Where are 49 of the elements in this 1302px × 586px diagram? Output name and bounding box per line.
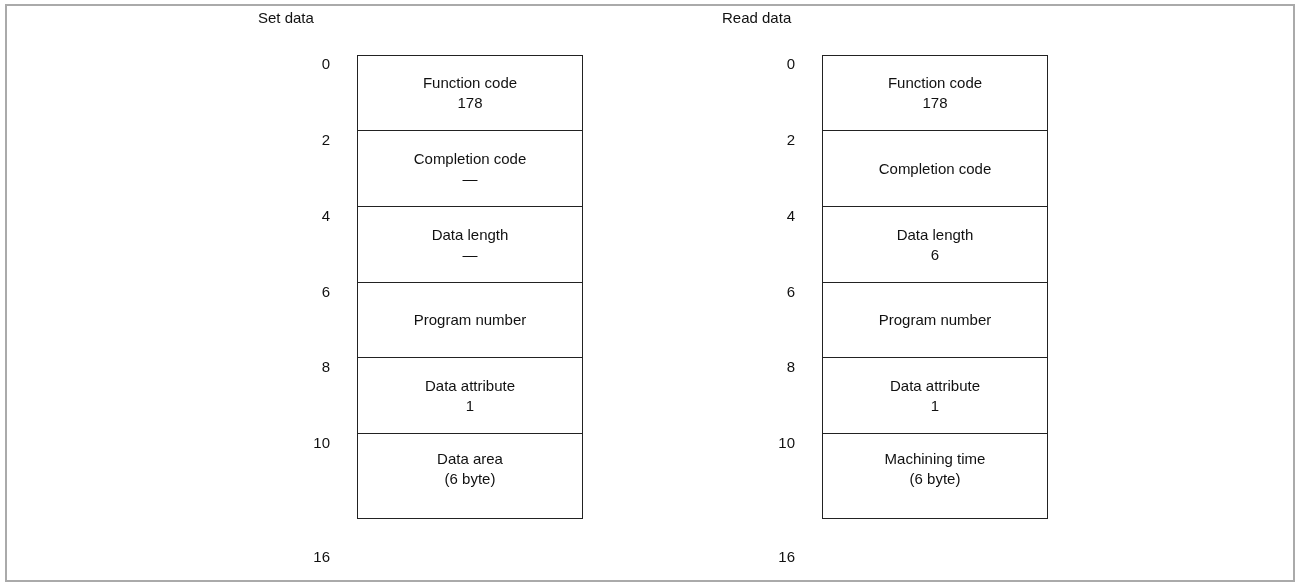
field-name: Function code (422, 73, 518, 93)
byte-offset: 10 (778, 434, 795, 452)
table-cell (822, 282, 1048, 358)
field-value: (6 byte) (909, 469, 961, 489)
field-value: 1 (930, 395, 940, 416)
table-cell (357, 130, 583, 207)
table-cell (822, 130, 1048, 207)
field-name: Function code (887, 73, 983, 93)
byte-offset: 6 (786, 283, 795, 301)
table-cell (822, 433, 1048, 519)
field-value: (6 byte) (444, 469, 496, 489)
byte-offset: 2 (786, 131, 795, 149)
field-name: Program number (878, 310, 992, 330)
byte-offset: 4 (786, 207, 795, 225)
table-cell (357, 282, 583, 358)
byte-offset: 8 (321, 358, 330, 376)
table-cell (357, 206, 583, 283)
field-name: Completion code (413, 148, 527, 169)
table-cell (357, 55, 583, 131)
table-cell (822, 55, 1048, 131)
field-name: Data attribute (889, 375, 981, 396)
table-cell (357, 433, 583, 519)
field-name: Data attribute (424, 375, 516, 396)
field-value: 178 (922, 93, 948, 113)
byte-offset: 16 (778, 548, 795, 566)
byte-offset: 10 (313, 434, 330, 452)
field-name: Data length (896, 224, 974, 245)
field-value: — (462, 168, 478, 189)
field-value: — (462, 244, 478, 265)
field-name: Data length (431, 224, 509, 245)
field-name: Machining time (884, 449, 986, 469)
byte-offset: 16 (313, 548, 330, 566)
table-cell (822, 206, 1048, 283)
field-value: 178 (457, 93, 483, 113)
field-value: 6 (930, 244, 940, 265)
field-name: Program number (413, 310, 527, 330)
field-value: 1 (465, 395, 475, 416)
table-heading: Read data (722, 9, 792, 27)
byte-offset: 6 (321, 283, 330, 301)
table-heading: Set data (258, 9, 314, 27)
table-cell (822, 357, 1048, 434)
byte-offset: 2 (321, 131, 330, 149)
byte-offset: 8 (786, 358, 795, 376)
byte-offset: 4 (321, 207, 330, 225)
byte-offset: 0 (786, 55, 795, 73)
byte-offset: 0 (321, 55, 330, 73)
table-cell (357, 357, 583, 434)
field-name: Data area (437, 449, 503, 469)
field-name: Completion code (878, 158, 992, 179)
